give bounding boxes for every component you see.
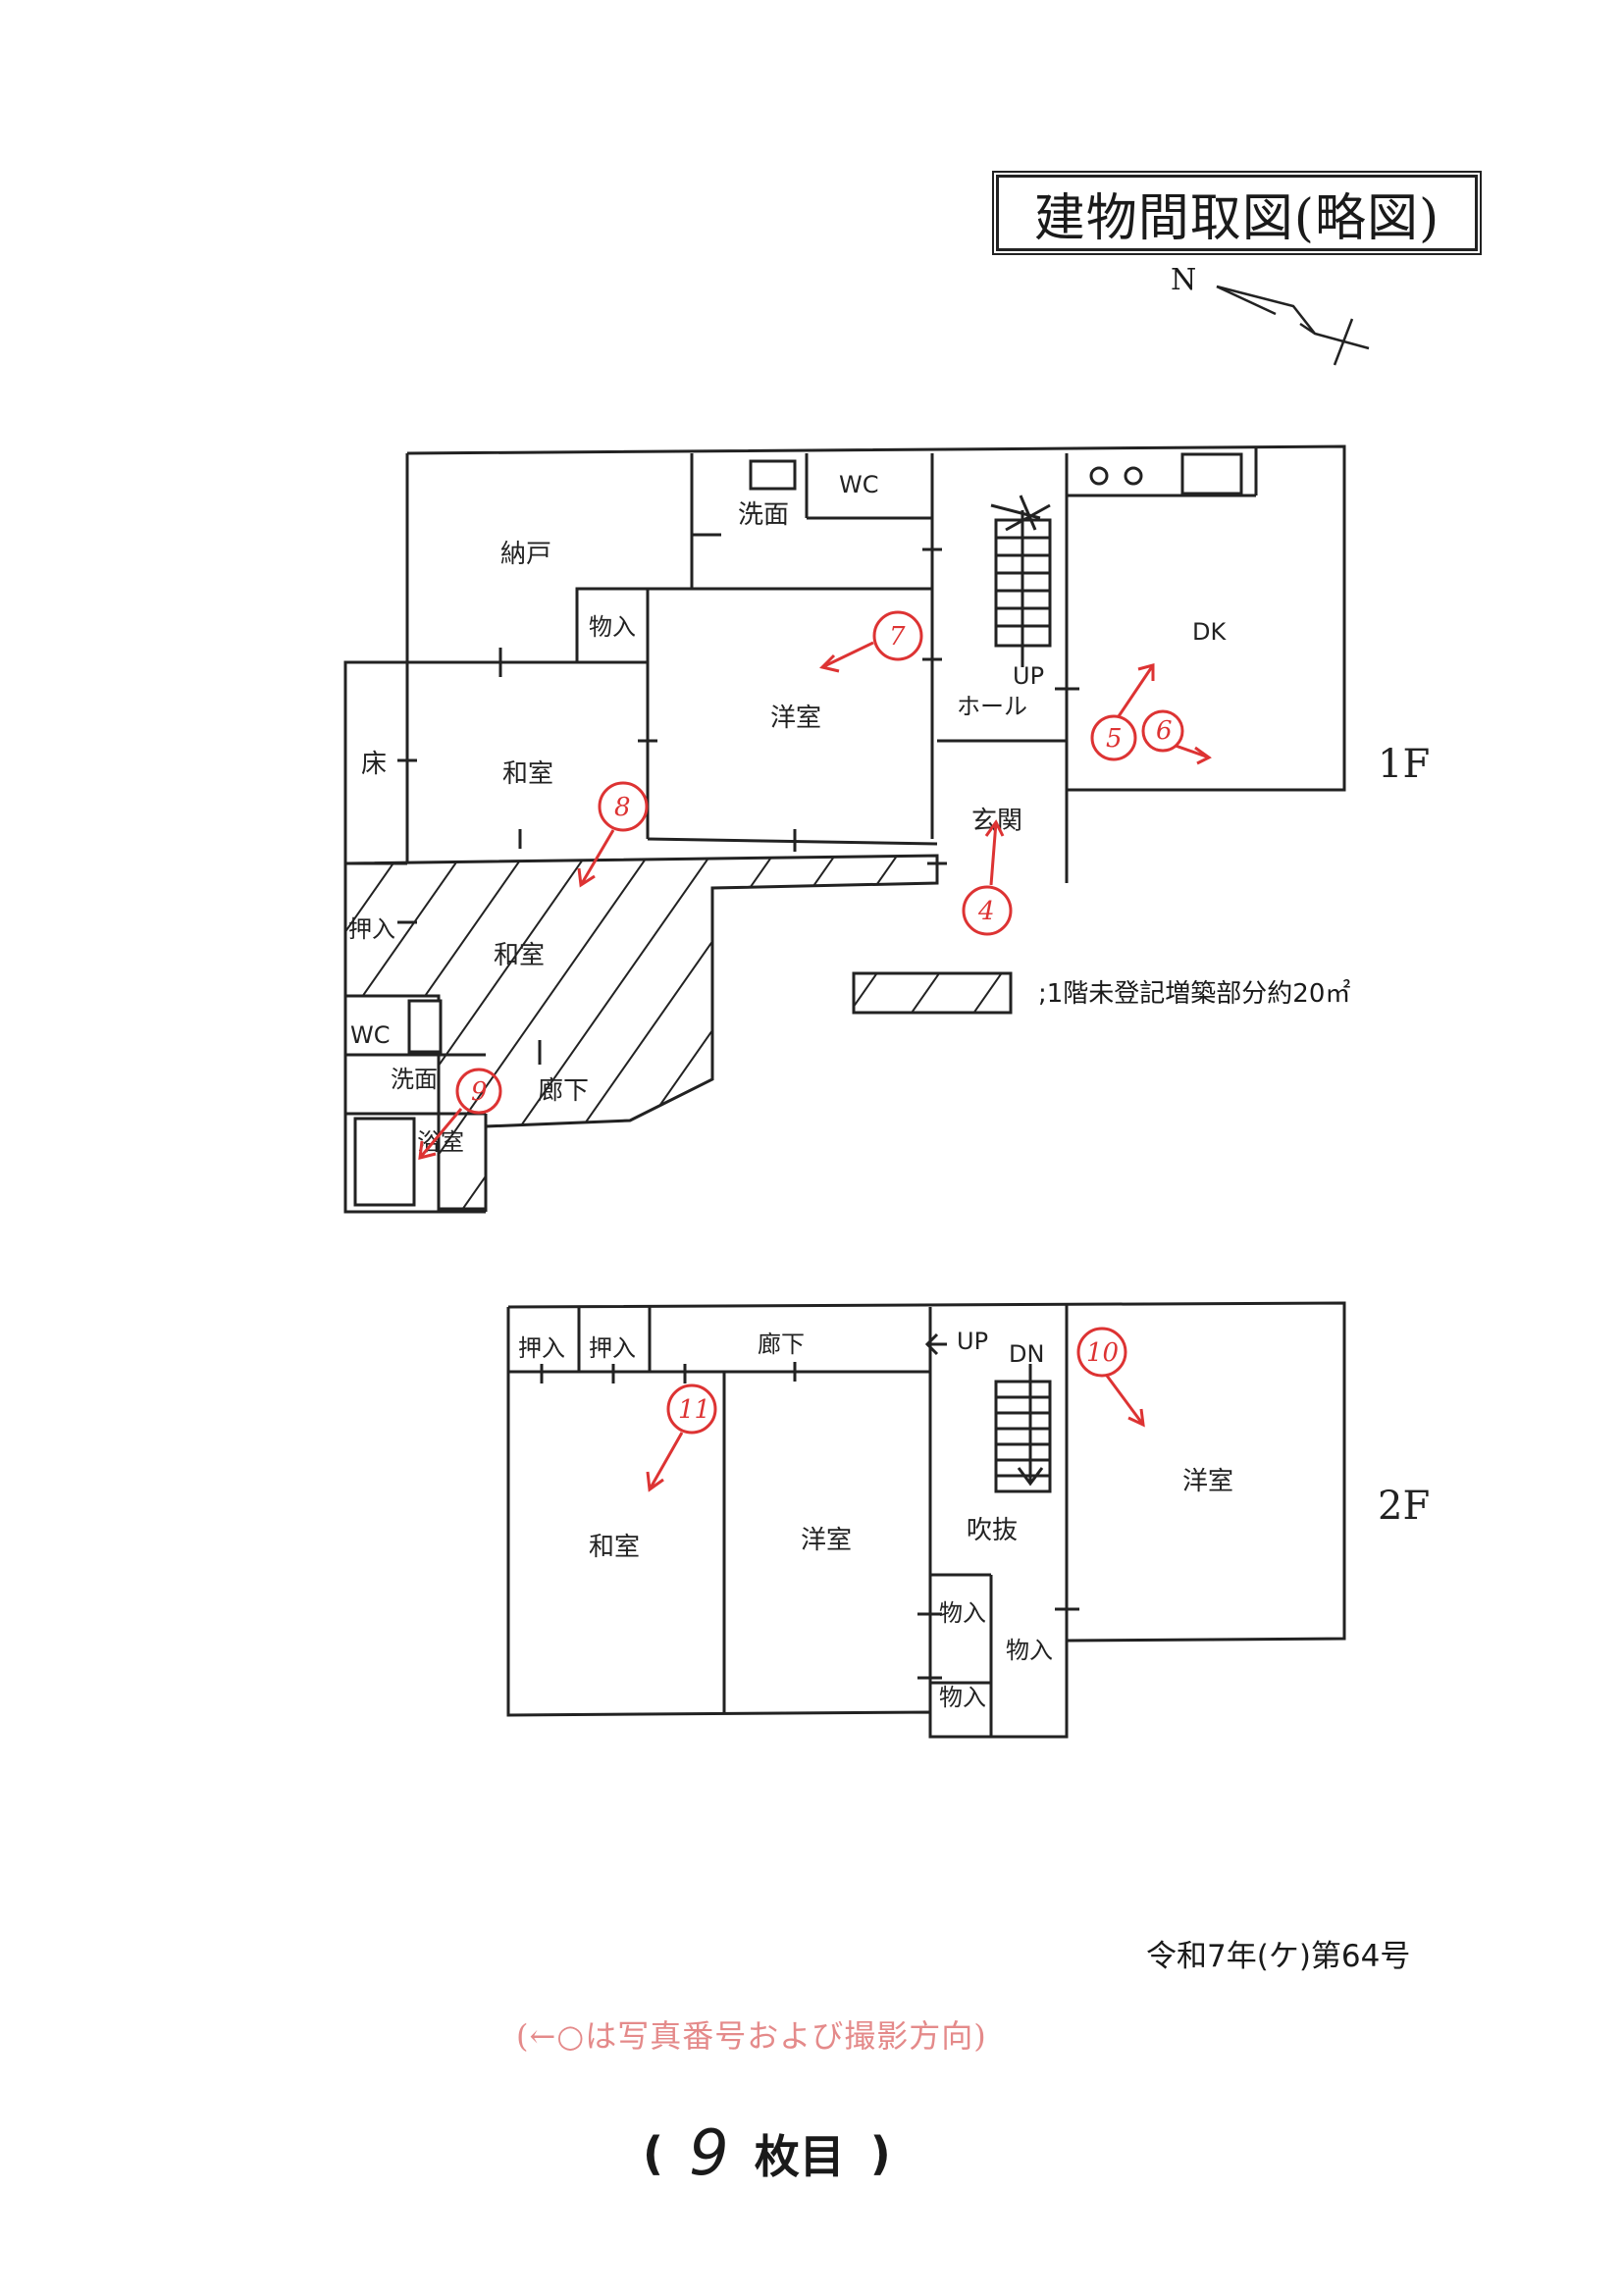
photo-marker-8: 8: [614, 793, 631, 822]
photo-marker-11: 11: [678, 1395, 710, 1425]
room-label-oshiire-2f-2: 押入: [589, 1334, 636, 1362]
room-label-monoire-2f-3: 物入: [939, 1684, 986, 1711]
photo-marker-9: 9: [471, 1077, 488, 1107]
plan-title: 建物間取図(略図): [996, 175, 1478, 251]
legend-text: ;1階未登記増築部分約20㎡: [1038, 979, 1351, 1009]
sheet-open-paren: (: [643, 2127, 664, 2180]
photo-marker-6: 6: [1156, 716, 1173, 746]
room-label-toko: 床: [361, 750, 387, 779]
room-label-monoire-2f-2: 物入: [1006, 1637, 1053, 1664]
room-label-wc: WC: [839, 471, 879, 498]
first-floor-plan: [343, 444, 1346, 1214]
north-arrow-icon: [1216, 285, 1370, 366]
room-label-senmen: 洗面: [738, 500, 789, 530]
stair-label-up: UP: [1013, 662, 1044, 690]
room-label-senmen-2: 洗面: [391, 1066, 438, 1093]
room-label-washitsu: 和室: [502, 759, 553, 789]
second-floor-plan: [506, 1301, 1346, 1739]
photo-markers: [418, 610, 1212, 1492]
room-label-youshitsu-2f-2: 洋室: [1182, 1467, 1233, 1496]
sheet-number: ( 9 枚目 ): [643, 2117, 891, 2190]
stair-label-up-2f: UP: [957, 1328, 988, 1355]
sheet-label: 枚目: [754, 2130, 845, 2183]
room-label-dk: DK: [1192, 618, 1227, 646]
photo-marker-5: 5: [1106, 724, 1123, 754]
room-label-rouka-2f: 廊下: [758, 1331, 805, 1358]
photo-marker-7: 7: [889, 622, 906, 652]
room-label-rouka: 廊下: [538, 1076, 589, 1106]
room-label-wc-2: WC: [350, 1021, 391, 1049]
floor-label-1f: 1F: [1378, 742, 1430, 787]
north-label: N: [1171, 263, 1197, 297]
floor-label-2f: 2F: [1378, 1484, 1430, 1529]
room-label-monoire-2f-1: 物入: [939, 1599, 986, 1627]
room-label-youshitsu-2f: 洋室: [801, 1526, 852, 1555]
photo-marker-10: 10: [1086, 1338, 1119, 1368]
sheet-number-value: 9: [689, 2117, 729, 2190]
room-label-oshiire-2f-1: 押入: [518, 1334, 565, 1362]
case-number: 令和7年(ケ)第64号: [1146, 1939, 1411, 1974]
room-label-youshitsu: 洋室: [770, 704, 821, 733]
room-label-washitsu-2: 和室: [494, 941, 545, 970]
room-label-nando: 納戸: [500, 540, 551, 569]
stair-label-dn-2f: DN: [1009, 1340, 1044, 1368]
photo-direction-stamp: (←○は写真番号および撮影方向): [516, 2017, 987, 2055]
legend-hatch-swatch: [852, 971, 1013, 1015]
sheet-close-paren: ): [869, 2127, 891, 2180]
photo-marker-4: 4: [977, 897, 995, 926]
room-label-oshiire: 押入: [348, 915, 395, 943]
room-label-monoire: 物入: [589, 613, 636, 641]
room-label-hall: ホール: [957, 693, 1027, 720]
room-label-fukinuke: 吹抜: [967, 1516, 1018, 1545]
room-label-washitsu-2f: 和室: [589, 1533, 640, 1562]
